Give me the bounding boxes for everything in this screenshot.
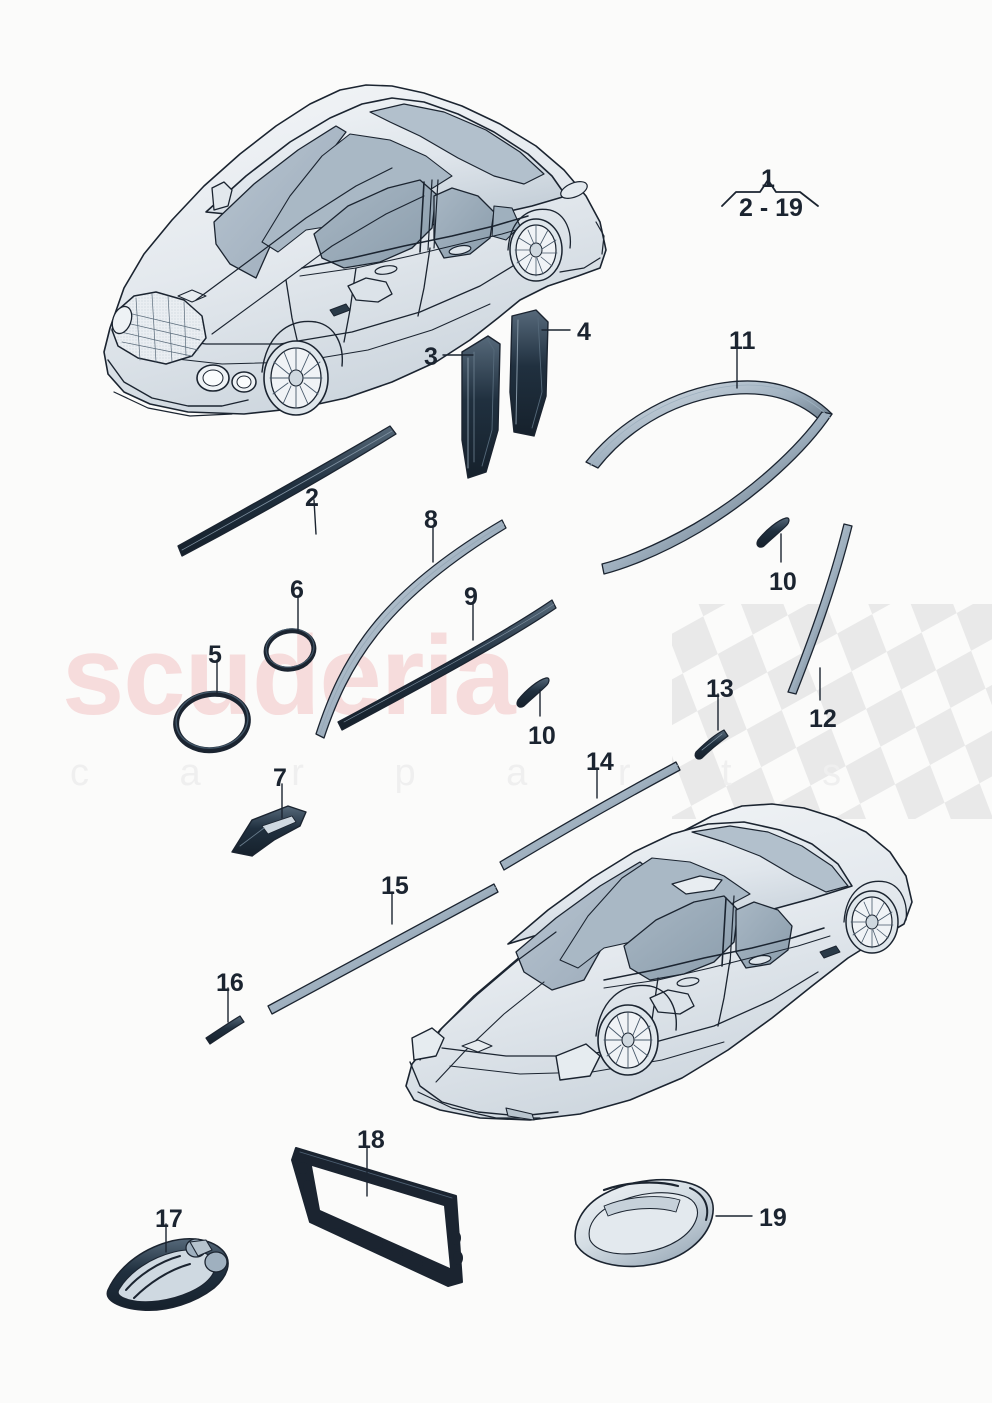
callout-4: 4 — [577, 318, 591, 346]
assembly-number-1: 1 — [761, 165, 775, 193]
callout-17: 17 — [155, 1205, 183, 1233]
part-12-rear-quarter-trim-curve — [787, 523, 853, 695]
leader-lines — [165, 329, 821, 1253]
assembly-range-label: 2 - 19 — [739, 194, 803, 222]
part-16-short-trim-strip — [205, 1015, 245, 1045]
callout-19: 19 — [759, 1204, 787, 1232]
callout-7: 7 — [273, 764, 287, 792]
part-17-side-vent-grille — [106, 1238, 229, 1311]
callout-8: 8 — [424, 506, 438, 534]
callout-5: 5 — [208, 641, 222, 669]
part-15-sill-moulding-lower — [267, 883, 499, 1015]
callout-18: 18 — [357, 1126, 385, 1154]
part-19-mirror-cap-cover — [574, 1178, 714, 1268]
assembly-bracket — [721, 179, 819, 207]
part-3-b-pillar-trim-inner — [461, 335, 501, 479]
callout-2: 2 — [305, 484, 319, 512]
part-10-clip-small-upper — [756, 517, 790, 548]
part-5-seal-ring-large — [173, 690, 251, 754]
part-2-roof-rail-moulding — [177, 425, 397, 557]
callout-11: 11 — [729, 327, 756, 355]
part-7-wedge-trim-insert — [231, 805, 307, 857]
car-rear-three-quarter-view — [405, 803, 913, 1121]
callout-13: 13 — [706, 675, 734, 703]
part-13-clip-bracket — [694, 729, 729, 760]
callout-15: 15 — [381, 872, 409, 900]
watermark-subtitle: c a r p a r t s — [70, 752, 882, 794]
callout-3: 3 — [424, 343, 438, 371]
callout-16: 16 — [216, 969, 244, 997]
car-front-three-quarter-view — [103, 84, 607, 417]
part-18-grille-surround-frame — [291, 1147, 463, 1287]
part-10-clip-small-lower — [516, 677, 550, 708]
callout-12: 12 — [809, 705, 837, 733]
part-9-door-belt-moulding — [337, 599, 557, 731]
part-6-seal-ring-small — [263, 628, 317, 672]
part-8-door-window-trim-front — [315, 519, 507, 739]
callout-10-upper: 10 — [769, 568, 797, 596]
callout-9: 9 — [464, 583, 478, 611]
callout-14: 14 — [586, 748, 614, 776]
callout-6: 6 — [290, 576, 304, 604]
part-4-b-pillar-trim-outer — [509, 309, 549, 437]
part-14-sill-moulding-long — [499, 761, 681, 871]
callout-10-lower: 10 — [528, 722, 556, 750]
part-11-rear-window-frame-trim — [585, 380, 833, 575]
